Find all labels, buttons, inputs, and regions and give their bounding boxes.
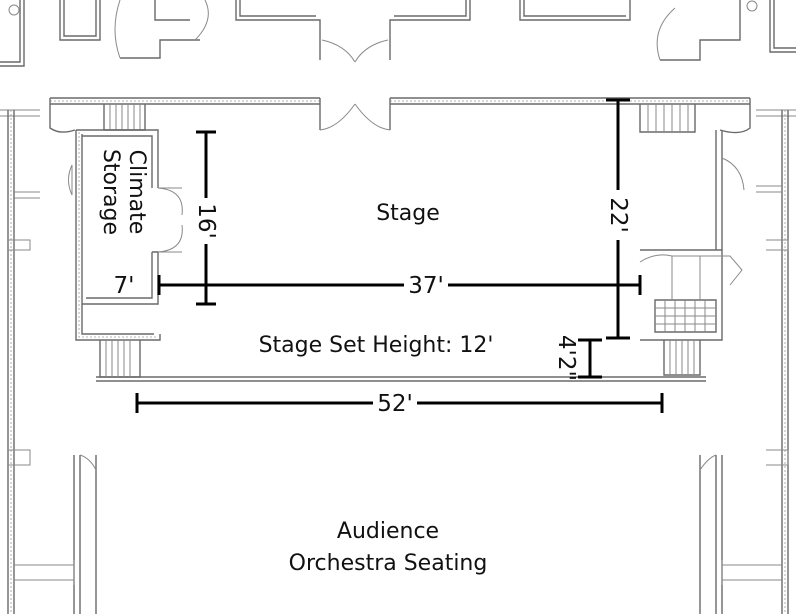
labels: 16' 7' 37' 22' 4'2" 52' Stage Climate St… xyxy=(98,149,631,576)
storage-label-line2: Storage xyxy=(98,149,123,235)
dim-label-storage-height: 16' xyxy=(193,203,219,239)
audience-label: Audience xyxy=(337,519,439,544)
orchestra-seating-label: Orchestra Seating xyxy=(289,551,488,576)
side-corridors xyxy=(7,110,789,614)
climate-storage-walls xyxy=(68,129,183,378)
dim-label-stage-lip: 4'2" xyxy=(553,335,579,381)
stage-label: Stage xyxy=(376,201,440,226)
set-height-label: Stage Set Height: 12' xyxy=(259,333,494,358)
dim-label-overall-width: 52' xyxy=(377,391,413,417)
dim-label-stage-depth: 22' xyxy=(605,197,631,233)
storage-label-line1: Climate xyxy=(124,150,149,235)
dim-label-stage-width: 37' xyxy=(408,273,444,299)
dim-label-storage-width: 7' xyxy=(114,273,135,299)
climate-storage-label: Climate Storage xyxy=(98,149,149,235)
dimension-lines xyxy=(135,98,664,416)
upper-walls xyxy=(0,0,796,117)
